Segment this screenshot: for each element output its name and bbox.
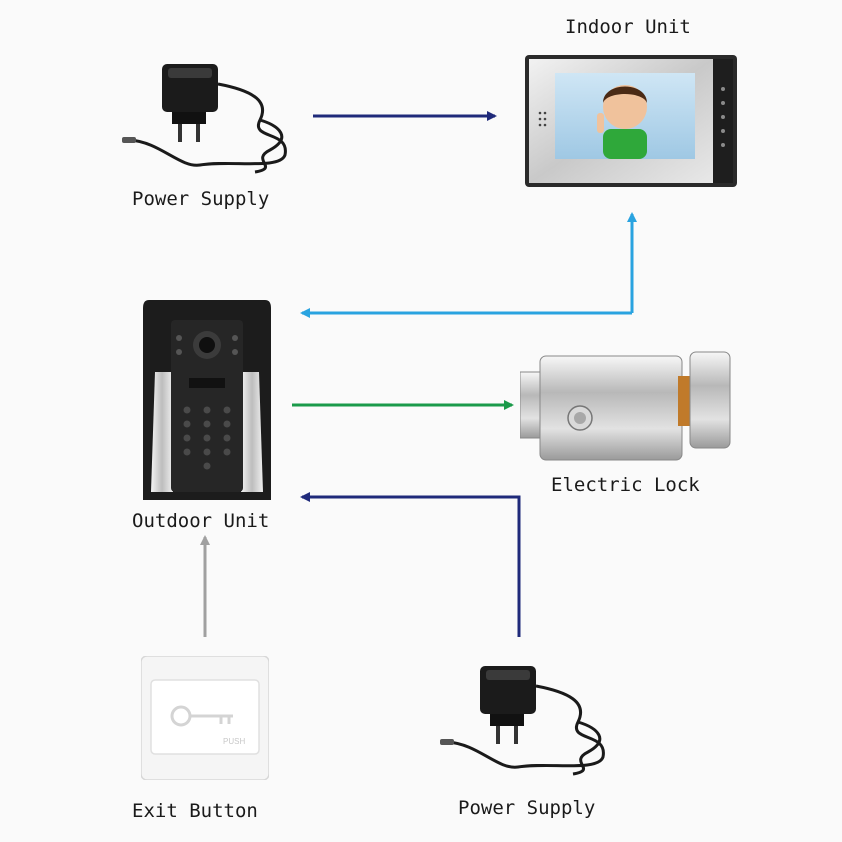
power-supply-bottom [438,662,623,782]
power-adapter-icon [440,666,605,776]
indoor-unit [525,55,737,187]
electric-lock-label: Electric Lock [551,474,700,496]
power-supply-bottom-label: Power Supply [458,797,596,819]
electric-lock-icon [520,351,731,461]
power-supply-top [120,60,305,180]
exit-button-label: Exit Button [132,800,258,822]
outdoor-doorbell-icon [143,300,271,500]
arrow-indoor-to-outdoor [305,220,634,315]
exit-button-push-text: PUSH [223,737,246,746]
outdoor-unit-label: Outdoor Unit [132,510,270,532]
electric-lock [520,350,735,462]
indoor-monitor-icon [525,55,737,187]
exit-button: PUSH [141,656,269,780]
exit-button-icon [141,656,269,780]
arrow-power-to-outdoor [300,492,521,637]
indoor-unit-label: Indoor Unit [565,16,691,38]
outdoor-unit [143,300,271,500]
power-adapter-icon [122,64,287,174]
power-supply-top-label: Power Supply [132,188,270,210]
